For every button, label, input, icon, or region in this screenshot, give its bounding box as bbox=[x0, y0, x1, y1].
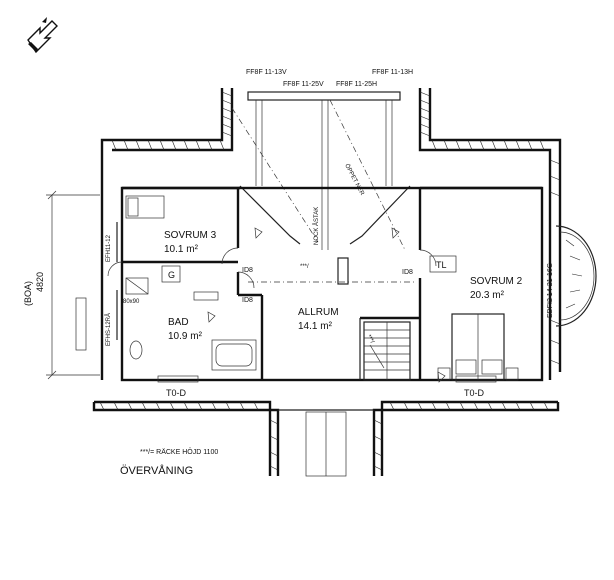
shower-size-label: 80x90 bbox=[123, 299, 140, 305]
window-label-bottom-left: T0-D bbox=[166, 388, 187, 398]
staircase bbox=[363, 321, 411, 381]
room-area-allrum: 14.1 m² bbox=[298, 321, 333, 332]
north-arrow-icon bbox=[27, 17, 58, 54]
roof-dormer-top bbox=[100, 88, 562, 380]
window-label-right: EDFI2 14-21-16G bbox=[547, 263, 554, 318]
bed-sovrum2 bbox=[437, 313, 519, 381]
plan-title: ÖVERVÅNING bbox=[120, 464, 193, 477]
triangle-markers bbox=[207, 227, 446, 383]
roof-lower bbox=[92, 400, 560, 477]
bay-window-right bbox=[555, 225, 597, 327]
window-label-left-lower: EFHS-12RÅ bbox=[105, 313, 112, 346]
railing-note: ***/= RÄCKE HÖJD 1100 bbox=[140, 448, 218, 456]
dimension-line bbox=[46, 190, 100, 380]
window-label-top-mid-right: FF8F 11-25H bbox=[336, 81, 377, 88]
door-label-id8-3: ID8 bbox=[402, 269, 413, 276]
outer-walls bbox=[120, 186, 544, 382]
room-area-bad: 10.9 m² bbox=[168, 331, 203, 342]
top-windows bbox=[231, 91, 411, 251]
dimension-value: 4820 bbox=[35, 272, 45, 292]
room-name-bad: BAD bbox=[168, 317, 189, 328]
stair-note: ***/ bbox=[365, 334, 375, 345]
g-label: G bbox=[168, 270, 175, 280]
window-label-top-mid-left: FF8F 11-25V bbox=[283, 81, 324, 88]
window-label-left-upper: EFH11-12 bbox=[106, 234, 112, 262]
oppet-label: ÖPPET NER bbox=[343, 163, 366, 197]
railing-stars: ***/ bbox=[300, 264, 309, 270]
window-label-top-left: FF8F 11-13V bbox=[246, 69, 287, 76]
room-name-sovrum2: SOVRUM 2 bbox=[470, 276, 523, 287]
bathroom-fixtures bbox=[125, 265, 257, 371]
room-name-sovrum3: SOVRUM 3 bbox=[164, 230, 217, 241]
tl-label: TL bbox=[436, 260, 447, 270]
window-label-top-right: FF8F 11-13H bbox=[372, 69, 413, 76]
room-area-sovrum3: 10.1 m² bbox=[164, 244, 199, 255]
bottom-windows bbox=[157, 375, 497, 383]
nock-label: NOCK ÅSTAK bbox=[313, 207, 320, 245]
door-label-id8-2: ID8 bbox=[242, 297, 253, 304]
tl-box bbox=[429, 255, 457, 273]
interior-walls bbox=[122, 188, 422, 380]
window-label-bottom-right: T0-D bbox=[464, 388, 485, 398]
door-label-id8-1: ID8 bbox=[242, 267, 253, 274]
room-area-sovrum2: 20.3 m² bbox=[470, 290, 505, 301]
bed-sovrum3 bbox=[125, 195, 165, 219]
room-name-allrum: ALLRUM bbox=[298, 307, 339, 318]
dimension-label: (BOA) bbox=[23, 281, 33, 306]
doors bbox=[107, 247, 437, 289]
